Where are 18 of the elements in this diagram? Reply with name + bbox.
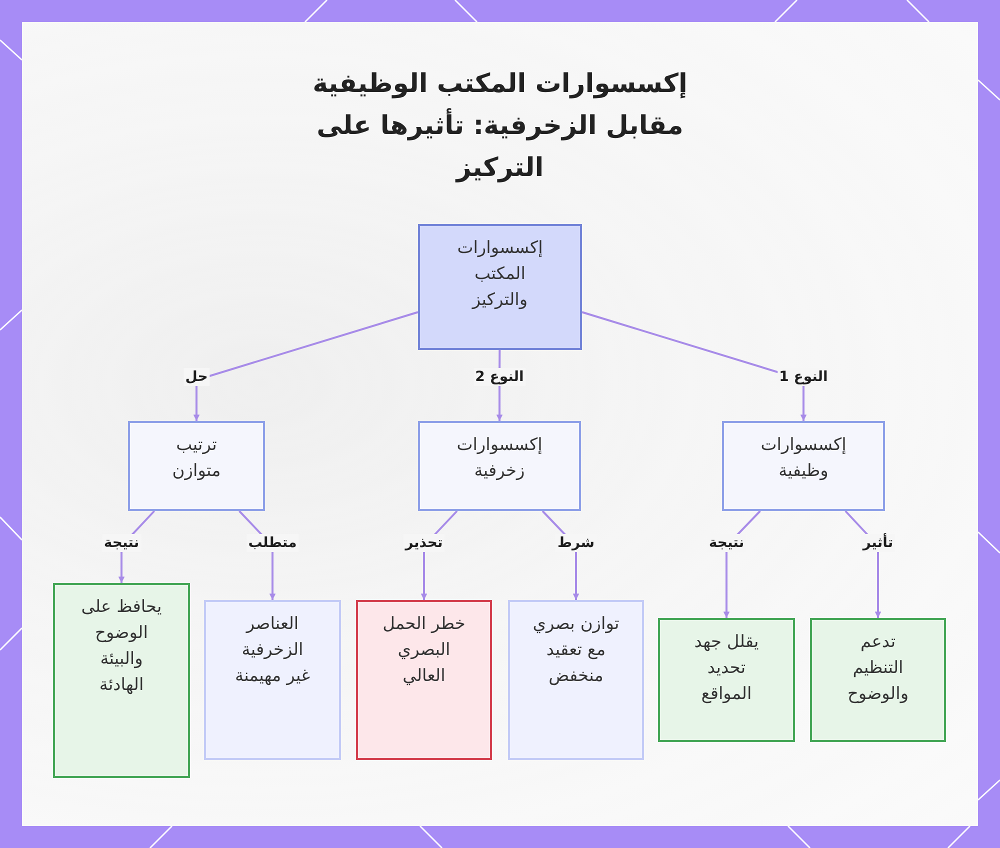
edge-label: متطلب <box>246 534 299 552</box>
edge-label: تأثير <box>860 534 896 552</box>
outcome-box: يحافظ على الوضوح والبيئة الهادئة <box>53 583 190 778</box>
warning-box: خطر الحمل البصري العالي <box>356 600 492 760</box>
outcome-box: تدعم التنظيم والوضوح <box>810 618 946 742</box>
category-box: إكسسوارات زخرفية <box>418 421 581 511</box>
note-box: توازن بصري مع تعقيد منخفض <box>508 600 644 760</box>
edge-label: تحذير <box>403 534 445 552</box>
edge-label: النوع 2 <box>473 368 526 386</box>
edge-label: حل <box>183 368 210 386</box>
note-box: العناصر الزخرفية غير مهيمنة <box>204 600 341 760</box>
title: إكسسوارات المكتب الوظيفية مقابل الزخرفية: تأثيرها على التركيز <box>312 68 688 185</box>
category-box: ترتيب متوازن <box>128 421 265 511</box>
arrow <box>193 311 418 421</box>
category-box: إكسسوارات وظيفية <box>722 421 885 511</box>
edge-label: النوع 1 <box>777 368 830 386</box>
outcome-box: يقلل جهد تحديد المواقع <box>658 618 795 742</box>
topic-box: إكسسوارات المكتب والتركيز <box>418 224 582 350</box>
